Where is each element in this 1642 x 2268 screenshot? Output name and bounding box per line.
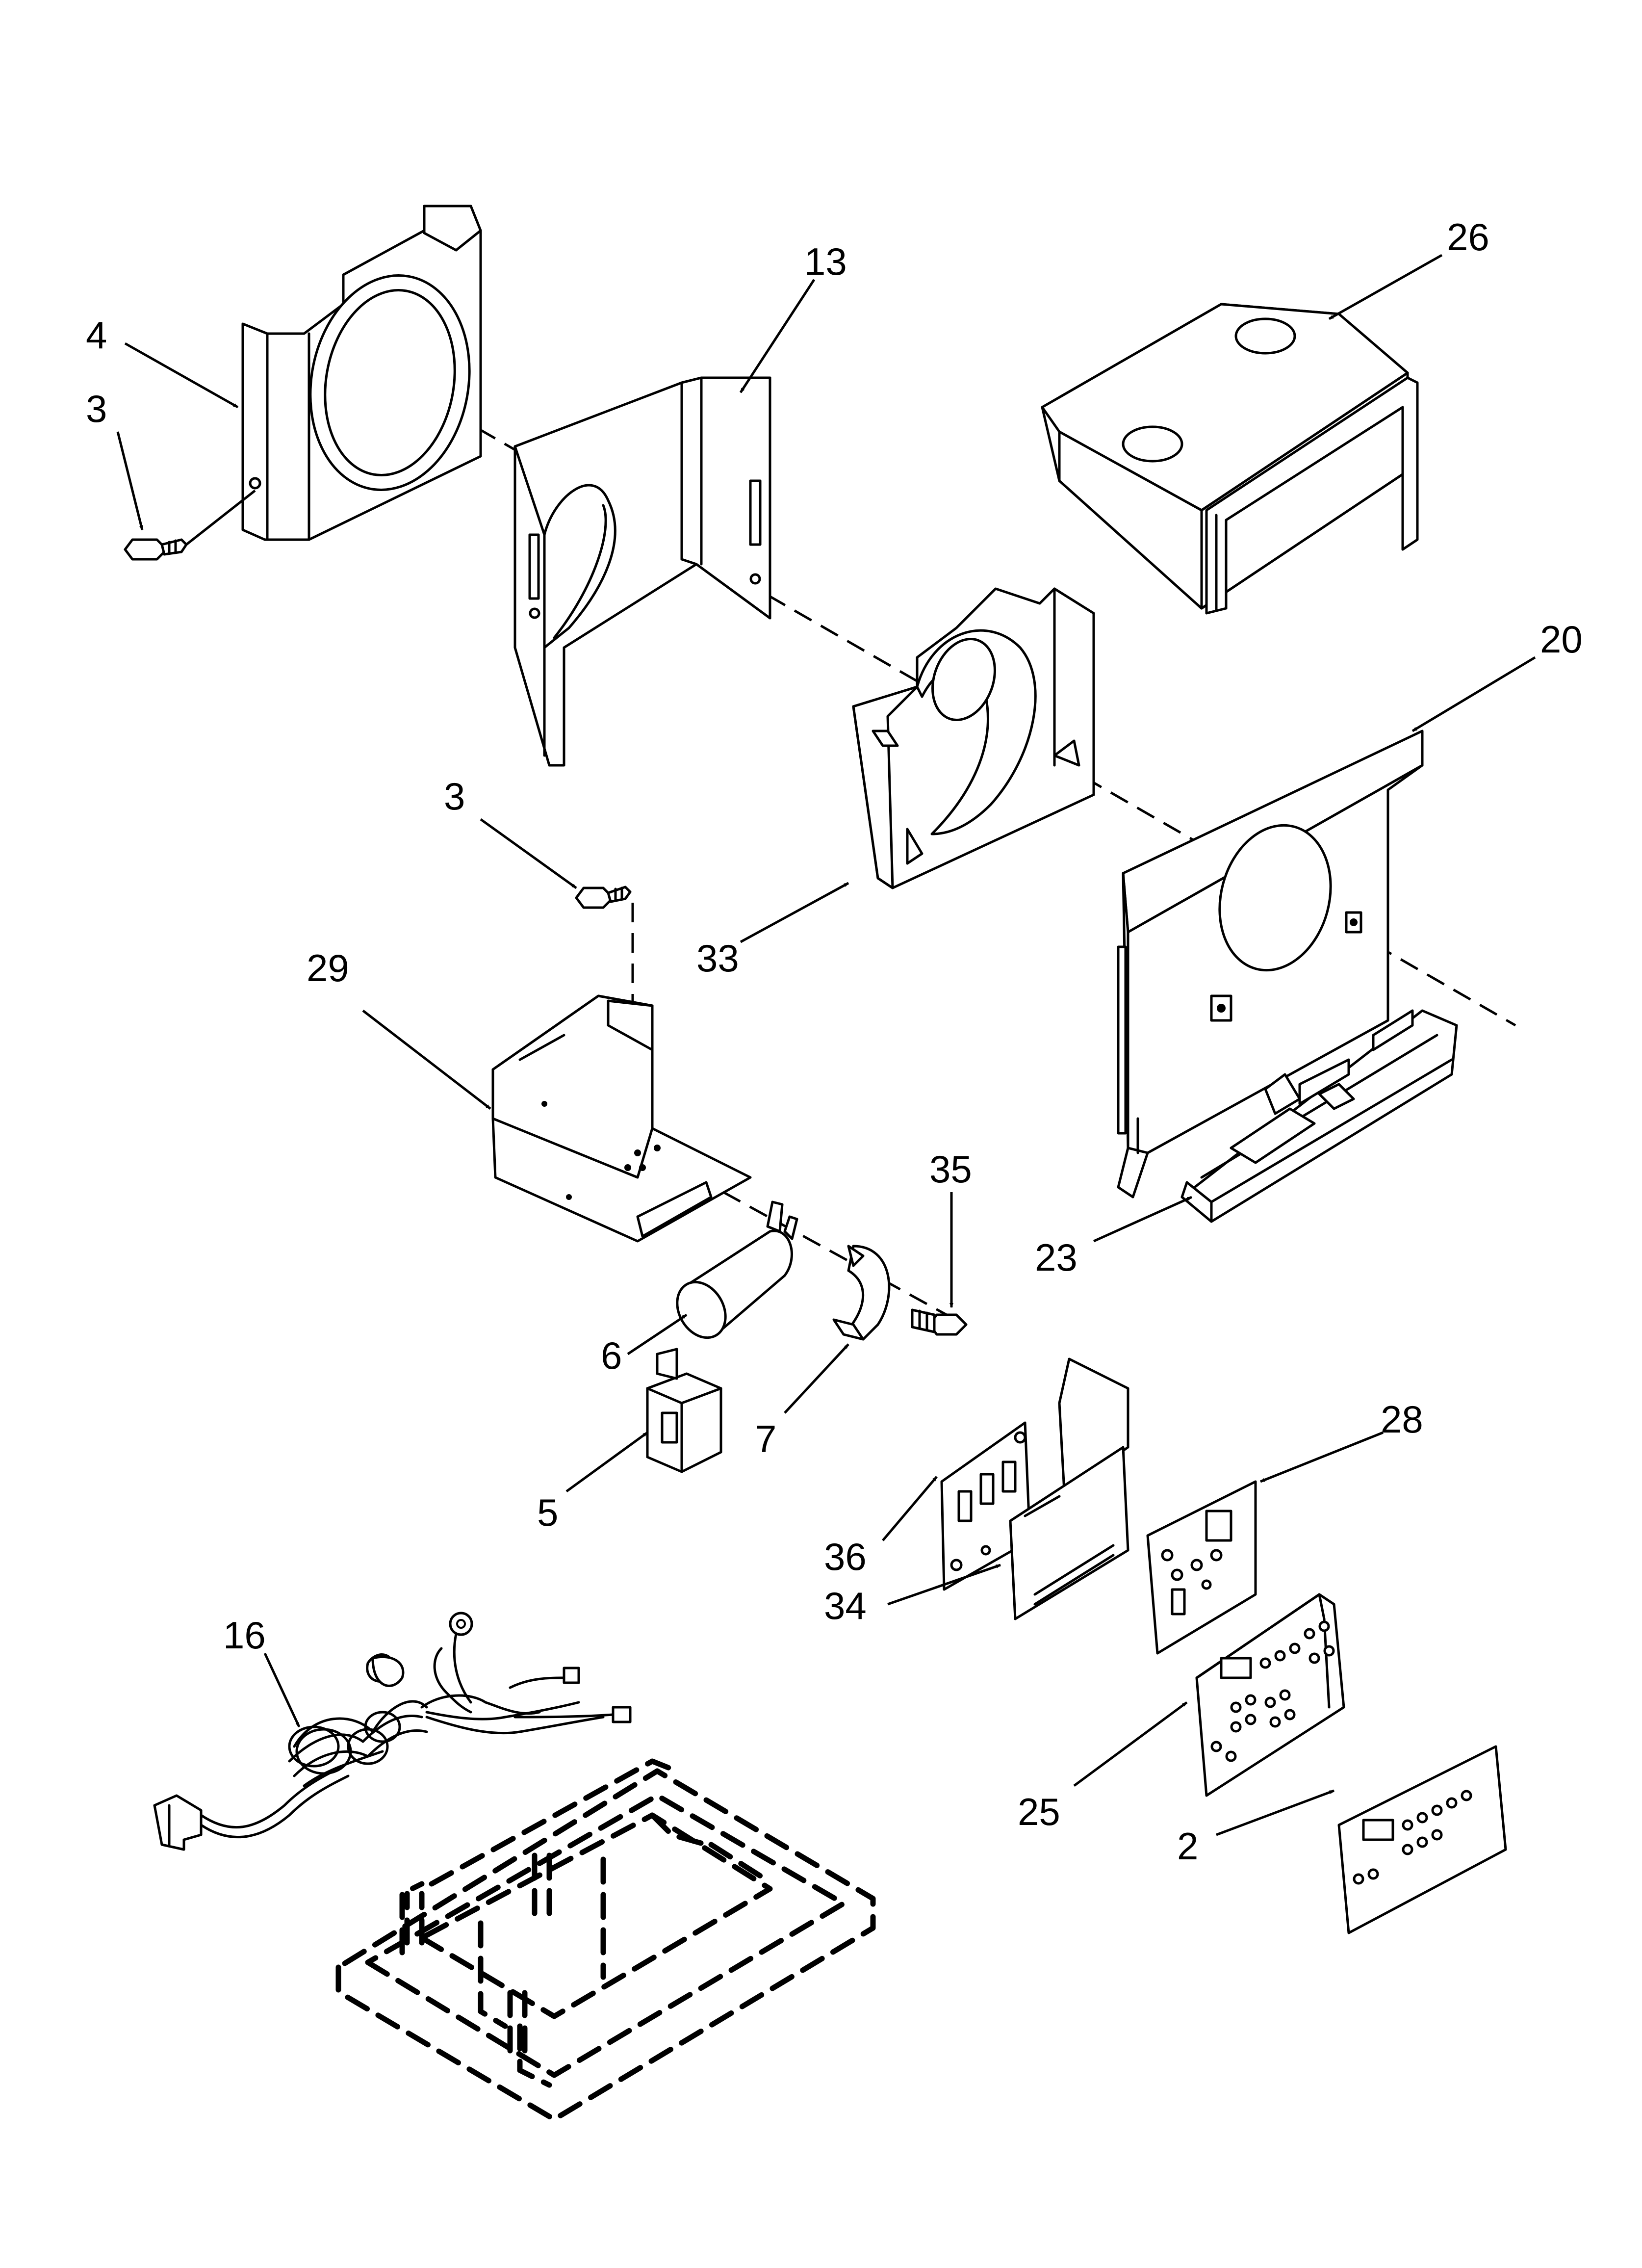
part-26-top-cover: [1041, 303, 1419, 615]
base-pan-reference: [335, 1758, 876, 2122]
control-panel-button-dots: [1210, 1620, 1335, 1762]
base-pan-mounting-studs: [404, 1851, 552, 2054]
callout-5: 5: [537, 1491, 558, 1534]
callout-3: 3: [86, 387, 107, 430]
callout-13: 13: [804, 240, 847, 283]
part-34-control-housing: [1009, 1357, 1129, 1620]
part-2-overlay-label: [1337, 1745, 1507, 1934]
callout-4: 4: [86, 313, 107, 357]
part-5-transformer: [646, 1348, 722, 1473]
callout-20: 20: [1540, 618, 1583, 661]
callout-26: 26: [1447, 215, 1489, 259]
callout-34: 34: [824, 1584, 867, 1627]
callout-7: 7: [755, 1417, 776, 1460]
part-33-fan-shroud: [852, 587, 1095, 889]
part-35-screw: [911, 1308, 968, 1336]
callout-28: 28: [1381, 1398, 1423, 1441]
callout-labels: 4 3 13 26 20 3 33 29 35 23 6 7 5 28 36 3…: [86, 215, 1583, 1868]
part-29-control-bracket: [491, 994, 752, 1243]
part-3-screw-middle: [575, 886, 632, 909]
callout-16: 16: [223, 1614, 266, 1657]
callout-33: 33: [696, 937, 739, 980]
callout-35: 35: [929, 1147, 972, 1191]
part-16-wire-harness: [153, 1612, 632, 1851]
part-7-capacitor-strap: [832, 1245, 891, 1341]
callout-25: 25: [1018, 1790, 1060, 1833]
part-6-capacitor: [676, 1200, 798, 1339]
callout-2: 2: [1177, 1825, 1198, 1868]
part-13-mounting-bracket: [513, 376, 771, 767]
part-3-screw-upper: [124, 490, 256, 561]
leader-lines: [116, 254, 1536, 1836]
callout-6: 6: [601, 1334, 622, 1377]
part-20-partition-panel: [1117, 730, 1424, 1199]
callout-36: 36: [824, 1535, 867, 1578]
callout-3: 3: [444, 775, 465, 818]
part-28-control-board: [1146, 1480, 1257, 1655]
part-4-end-bracket: [241, 205, 482, 541]
callout-29: 29: [307, 946, 349, 990]
callout-23: 23: [1035, 1236, 1078, 1279]
part-23-base-tray: [1180, 1009, 1458, 1223]
part-25-control-panel: [1195, 1593, 1345, 1797]
